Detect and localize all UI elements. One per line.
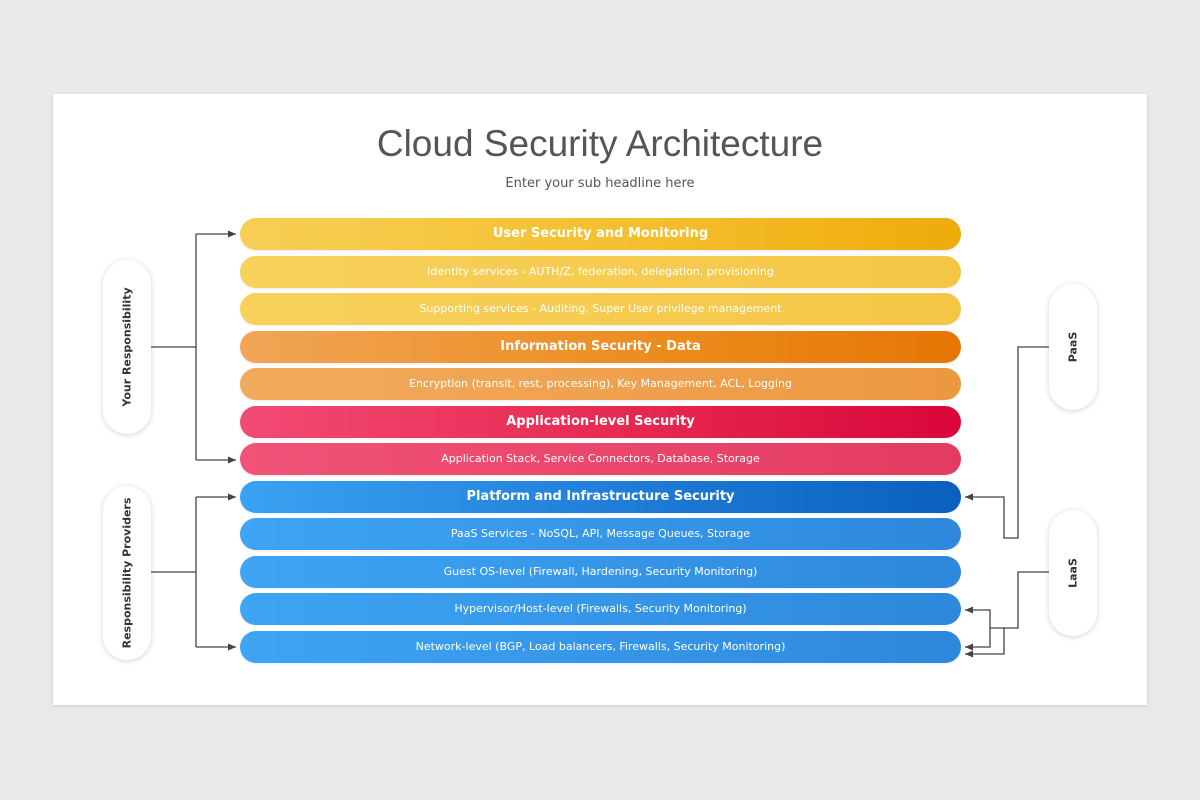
layer-encryption: Encryption (transit, rest, processing), … (240, 368, 961, 400)
label-your-responsibility: Your Responsibility (103, 260, 151, 434)
layer-user-security: User Security and Monitoring (240, 218, 961, 250)
layer-hypervisor: Hypervisor/Host-level (Firewalls, Securi… (240, 593, 961, 625)
layer-guest-os: Guest OS-level (Firewall, Hardening, Sec… (240, 556, 961, 588)
label-laas-text: LaaS (1066, 558, 1080, 588)
layer-identity-services: Identity services - AUTH/Z, federation, … (240, 256, 961, 288)
page-title: Cloud Security Architecture (376, 123, 824, 164)
layer-application-stack: Application Stack, Service Connectors, D… (240, 443, 961, 475)
label-paas: PaaS (1049, 284, 1097, 410)
label-responsibility-providers: Responsibility Providers (103, 486, 151, 660)
label-responsibility-providers-text: Responsibility Providers (120, 497, 134, 649)
label-your-responsibility-text: Your Responsibility (120, 287, 134, 407)
connector-laas (965, 571, 1049, 658)
bracket-responsibility-providers (151, 493, 236, 651)
layer-platform-infrastructure: Platform and Infrastructure Security (240, 481, 961, 513)
layer-supporting-services: Supporting services - Auditing, Super Us… (240, 293, 961, 325)
bracket-your-responsibility (151, 230, 236, 464)
layer-application-security: Application-level Security (240, 406, 961, 438)
layer-information-security: Information Security - Data (240, 331, 961, 363)
connector-paas (965, 346, 1049, 539)
layer-paas-services: PaaS Services - NoSQL, API, Message Queu… (240, 518, 961, 550)
layer-network: Network-level (BGP, Load balancers, Fire… (240, 631, 961, 663)
label-paas-text: PaaS (1066, 331, 1080, 363)
page-subtitle: Enter your sub headline here (505, 176, 695, 191)
label-laas: LaaS (1049, 510, 1097, 636)
